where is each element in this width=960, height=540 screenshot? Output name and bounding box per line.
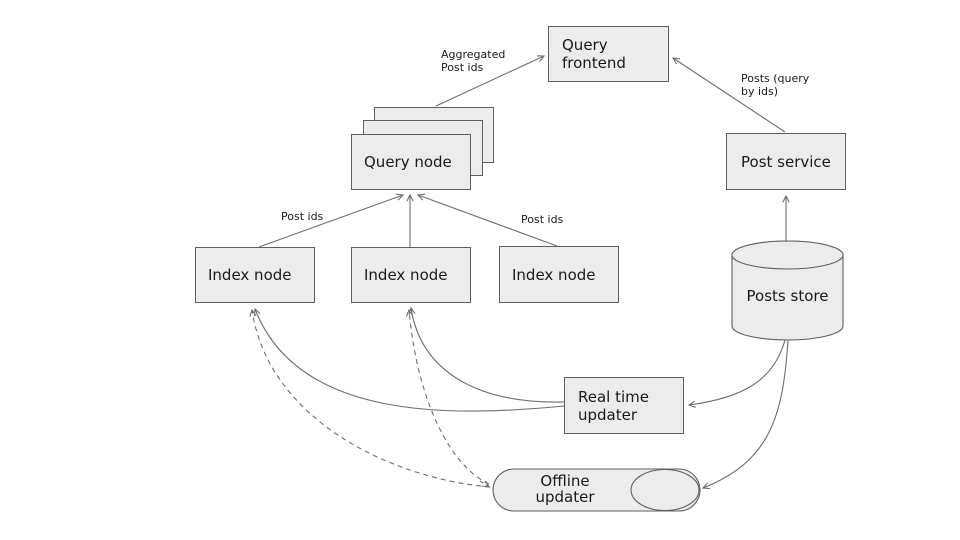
node-query-node-label: Query node: [364, 153, 452, 171]
node-query-frontend-label: Query frontend: [562, 36, 626, 72]
edge-rtu-to-index1: [253, 307, 565, 412]
edge-querynode-to-frontend: [435, 55, 546, 107]
edge-offline-to-index2: [405, 308, 490, 485]
node-posts-store-label: Posts store: [746, 287, 829, 305]
edge-offline-tip-arrow: [479, 480, 491, 488]
node-post-service: Post service: [726, 133, 846, 190]
node-query-frontend: Query frontend: [548, 26, 669, 82]
node-index-node-1-label: Index node: [208, 266, 292, 284]
node-index-node-3-label: Index node: [512, 265, 596, 284]
edge-postsstore-to-rtu: [687, 339, 786, 408]
node-index-node-3: Index node: [499, 246, 619, 303]
edge-offline-to-index1: [249, 308, 491, 488]
node-index-node-2: Index node: [351, 247, 471, 303]
edge-postsstore-to-offline: [701, 339, 789, 490]
edge-rtu-to-index2: [408, 306, 565, 403]
edge-label-post-ids-right: Post ids: [521, 213, 564, 226]
node-post-service-label: Post service: [741, 152, 831, 171]
node-index-node-1: Index node: [195, 247, 315, 303]
node-offline-updater-label: Offline updater: [535, 472, 595, 506]
offline-updater-shape: [492, 468, 701, 512]
node-query-node: Query node: [351, 134, 471, 190]
edge-index3-to-querynode: [416, 193, 558, 247]
node-index-node-2-label: Index node: [364, 266, 448, 284]
node-real-time-updater-label: Real time updater: [578, 387, 649, 424]
node-real-time-updater: Real time updater: [564, 377, 684, 434]
edge-index1-to-querynode: [258, 193, 405, 248]
edge-postservice-to-frontend: [671, 57, 786, 133]
edge-label-aggregated-post-ids: Aggregated Post ids: [441, 48, 506, 74]
edge-label-posts-query-by-ids: Posts (query by ids): [741, 72, 810, 98]
edge-label-post-ids-left: Post ids: [281, 210, 324, 223]
posts-store-cylinder: [731, 240, 844, 341]
